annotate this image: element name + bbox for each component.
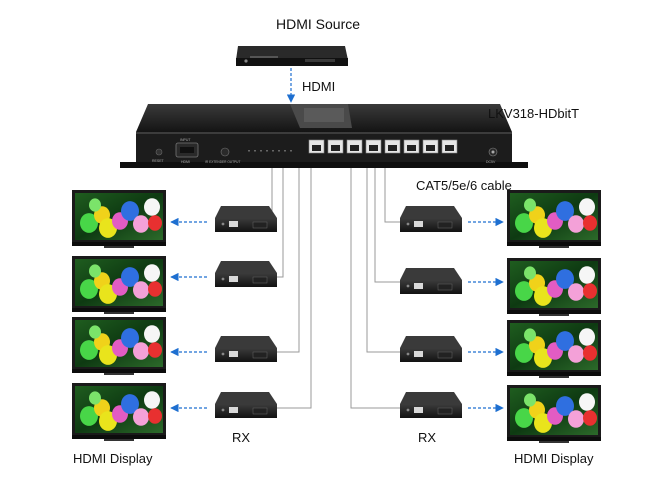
lkv318-device: RESET INPUT HDMI IR EXTENDER OUTPUT DC5V: [120, 104, 528, 168]
panel-input-text: INPUT: [180, 138, 191, 142]
rx-receiver-right-4: [400, 392, 462, 418]
ir-output-jack: [220, 147, 230, 157]
rx-receiver-left-3: [215, 336, 277, 362]
panel-reset-text: RESET: [152, 159, 165, 163]
hdmi-display-label-left: HDMI Display: [73, 451, 153, 466]
cable-type-label: CAT5/5e/6 cable: [416, 178, 512, 193]
rx-receiver-left-2: [215, 261, 277, 287]
hdmi-display-left-4: [72, 383, 166, 441]
cable-lines: [250, 168, 432, 409]
hdmi-display-right-1: [507, 190, 601, 248]
rx-receiver-right-3: [400, 336, 462, 362]
hdmi-link-label: HDMI: [302, 79, 336, 94]
hdmi-display-left-1: [72, 190, 166, 248]
reset-button: [155, 148, 163, 156]
hdmi-display-left-2: [72, 256, 166, 314]
rx-label-right: RX: [418, 430, 437, 445]
panel-hdmi-text: HDMI: [181, 160, 190, 164]
rx-receiver-right-1: [400, 206, 462, 232]
cable-left-4: [250, 168, 312, 409]
rx-label-left: RX: [232, 430, 251, 445]
hdmi-display-right-3: [507, 320, 601, 378]
panel-dc-text: DC5V: [486, 160, 496, 164]
panel-ir-text: IR EXTENDER OUTPUT: [205, 160, 240, 164]
rx-receiver-left-1: [215, 206, 277, 232]
hdmi-display-label-right: HDMI Display: [514, 451, 594, 466]
output-units: [72, 190, 601, 443]
rx-receiver-left-4: [215, 392, 277, 418]
rj45-port-row: [248, 139, 458, 154]
device-model-label: LKV318-HDbitT: [488, 106, 580, 121]
rx-receiver-right-2: [400, 268, 462, 294]
hdmi-source-player: [236, 46, 348, 66]
cable-right-3: [366, 168, 432, 353]
hdmi-display-right-2: [507, 258, 601, 316]
hdmi-display-right-4: [507, 385, 601, 443]
cable-left-3: [250, 168, 300, 353]
hdmi-source-label: HDMI Source: [276, 16, 361, 32]
hdmi-display-left-3: [72, 317, 166, 375]
